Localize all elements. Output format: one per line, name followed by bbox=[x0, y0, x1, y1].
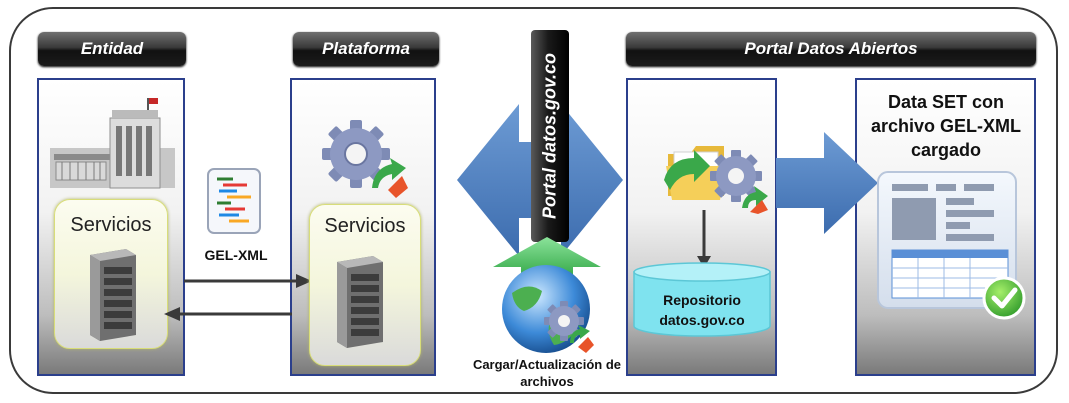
cargar-actualizacion-label: Cargar/Actualización de archivos bbox=[472, 357, 622, 389]
server-icon bbox=[90, 249, 136, 341]
header-entidad: Entidad bbox=[38, 32, 186, 66]
portal-datos-gov-label: Portal datos.gov.co bbox=[539, 52, 560, 220]
dataset-document-icon bbox=[877, 171, 1026, 320]
header-plataforma: Plataforma bbox=[293, 32, 439, 66]
arrow-to-plataforma bbox=[184, 274, 312, 288]
arrow-down-to-repo bbox=[697, 210, 711, 268]
gear-sync-icon bbox=[322, 120, 408, 198]
server-icon bbox=[337, 256, 383, 348]
repository-cylinder-icon bbox=[633, 262, 771, 337]
arrow-to-entidad bbox=[164, 307, 292, 321]
header-portal-datos-abiertos: Portal Datos Abiertos bbox=[626, 32, 1036, 66]
arrow-to-dataset bbox=[776, 132, 878, 234]
building-icon bbox=[50, 98, 175, 189]
upload-arrow-icon bbox=[493, 237, 601, 287]
gel-xml-document-icon bbox=[207, 168, 261, 234]
dataset-label: Data SET con archivo GEL-XML cargado bbox=[870, 92, 1022, 160]
repositorio-label: Repositorio datos.gov.co bbox=[659, 292, 745, 328]
servicios-plataforma-label: Servicios bbox=[324, 215, 406, 237]
globe-gear-icon bbox=[502, 265, 594, 353]
gel-xml-label: GEL-XML bbox=[204, 247, 268, 263]
servicios-entidad-label: Servicios bbox=[70, 214, 152, 236]
folder-gear-icon bbox=[664, 146, 768, 214]
portal-datos-gov-bar: Portal datos.gov.co bbox=[531, 30, 569, 242]
